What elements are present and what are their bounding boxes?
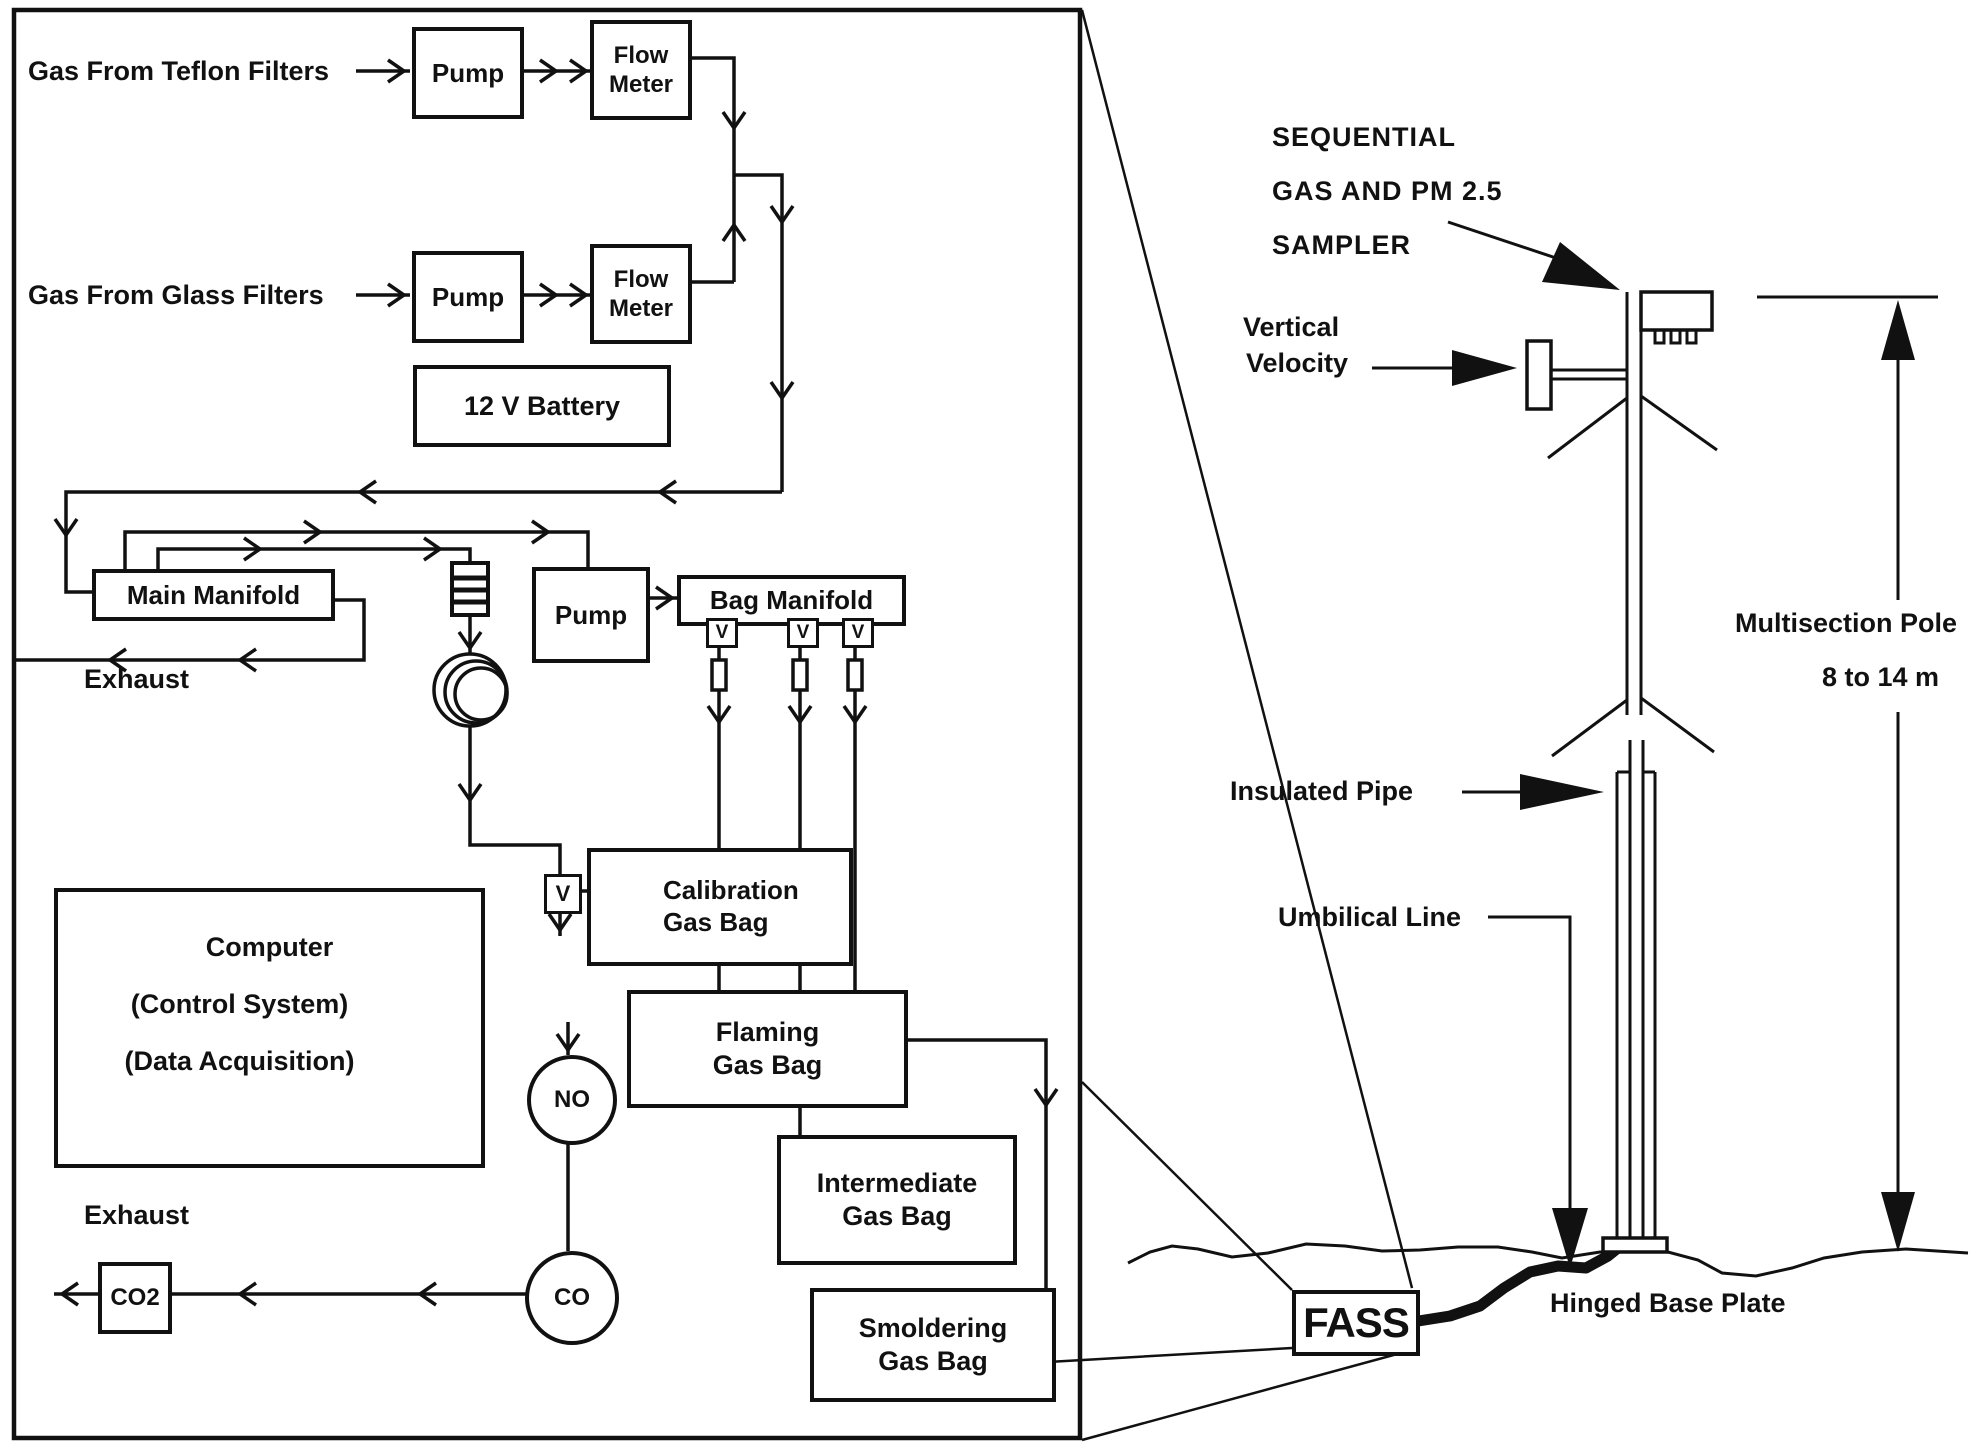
insulated-pipe-arrow-icon bbox=[1520, 774, 1604, 810]
arrow-up bbox=[721, 221, 747, 242]
intermediate-gas-bag-box: Intermediate Gas Bag bbox=[777, 1135, 1017, 1265]
vertical-velocity-sensor bbox=[1525, 339, 1553, 411]
pump-box-glass: Pump bbox=[412, 251, 524, 343]
label-hinged-base-plate: Hinged Base Plate bbox=[1550, 1288, 1786, 1318]
calibration-line-2: Gas Bag bbox=[663, 907, 769, 937]
umbilical-cable bbox=[1406, 1242, 1624, 1328]
sampler-inlet-stub bbox=[1685, 328, 1698, 345]
pole-and-annotation-lines bbox=[1372, 220, 1938, 1238]
flow-lines bbox=[16, 56, 1048, 1296]
valve-2: V bbox=[787, 618, 819, 648]
label-gas-teflon: Gas From Teflon Filters bbox=[28, 56, 330, 86]
label-sampler-1: SEQUENTIAL bbox=[1272, 122, 1457, 152]
battery-box: 12 V Battery bbox=[413, 365, 671, 447]
valve-1: V bbox=[706, 618, 738, 648]
calibration-line-1: Calibration bbox=[663, 875, 799, 906]
restrictor-2 bbox=[791, 658, 809, 692]
sampler-inlet-stub bbox=[1669, 328, 1682, 345]
umbilical-arrow-icon bbox=[1552, 1208, 1588, 1268]
arrows-left bbox=[58, 479, 677, 1307]
no-analyzer: NO bbox=[527, 1055, 617, 1145]
computer-line-1: Computer bbox=[205, 932, 334, 962]
label-vertical-velocity-2: Velocity bbox=[1246, 348, 1349, 378]
label-umbilical-line: Umbilical Line bbox=[1278, 902, 1462, 932]
restrictor-1 bbox=[710, 658, 728, 692]
callout-lines bbox=[1047, 9, 1414, 1442]
pump-box-bag: Pump bbox=[532, 567, 650, 663]
sampler-head bbox=[1639, 290, 1714, 332]
flaming-line-2: Gas Bag bbox=[712, 1050, 823, 1080]
label-exhaust-analyzer: Exhaust bbox=[84, 1200, 190, 1230]
smoldering-line-2: Gas Bag bbox=[878, 1346, 988, 1376]
sampler-inlet-stub bbox=[1653, 328, 1666, 345]
computer-line-2: (Control System) bbox=[130, 989, 349, 1019]
hinged-base-plate bbox=[1601, 1236, 1669, 1254]
arrows-right bbox=[243, 58, 676, 611]
bag-manifold-box: Bag Manifold bbox=[677, 575, 906, 626]
label-sampler-3: SAMPLER bbox=[1272, 230, 1412, 260]
flaming-gas-bag-box: Flaming Gas Bag bbox=[627, 990, 908, 1108]
valve-calibration: V bbox=[544, 874, 582, 914]
sampler-pointer-arrow-icon bbox=[1542, 242, 1620, 290]
flaming-line-1: Flaming bbox=[715, 1017, 820, 1048]
vertical-velocity-arrow-icon bbox=[1452, 350, 1517, 386]
restrictor-3 bbox=[846, 658, 864, 692]
co2-analyzer: CO2 bbox=[98, 1262, 172, 1334]
flow-meter-box-glass: Flow Meter bbox=[590, 244, 692, 344]
label-vertical-velocity-1: Vertical bbox=[1243, 312, 1340, 342]
label-multisection-pole: Multisection Pole bbox=[1735, 608, 1958, 638]
main-manifold-box: Main Manifold bbox=[92, 569, 335, 621]
calibration-gas-bag-box: Calibration Gas Bag bbox=[587, 848, 853, 966]
smoldering-line-1: Smoldering bbox=[858, 1313, 1008, 1344]
pump-box-teflon: Pump bbox=[412, 27, 524, 119]
label-exhaust-manifold: Exhaust bbox=[84, 664, 190, 694]
computer-box: Computer (Control System) (Data Acquisit… bbox=[54, 888, 485, 1168]
label-sampler-2: GAS AND PM 2.5 bbox=[1272, 176, 1503, 206]
flow-meter-box-teflon: Flow Meter bbox=[590, 20, 692, 120]
dimension-arrow-down-icon bbox=[1881, 1192, 1915, 1252]
filter-stripes bbox=[452, 575, 488, 605]
valve-3: V bbox=[842, 618, 874, 648]
intermediate-line-2: Gas Bag bbox=[842, 1201, 952, 1231]
label-pole-height: 8 to 14 m bbox=[1822, 662, 1940, 692]
smoldering-gas-bag-box: Smoldering Gas Bag bbox=[810, 1288, 1056, 1402]
dimension-arrow-up-icon bbox=[1881, 300, 1915, 360]
label-gas-glass: Gas From Glass Filters bbox=[28, 280, 324, 310]
label-insulated-pipe: Insulated Pipe bbox=[1230, 776, 1414, 806]
co-analyzer: CO bbox=[525, 1251, 619, 1345]
ground-line bbox=[1127, 1242, 1969, 1278]
sample-coil bbox=[432, 652, 509, 728]
fass-box: FASS bbox=[1292, 1290, 1420, 1356]
panel-border bbox=[11, 7, 1083, 1441]
computer-line-3: (Data Acquisition) bbox=[124, 1046, 355, 1076]
intermediate-line-1: Intermediate bbox=[816, 1168, 978, 1199]
